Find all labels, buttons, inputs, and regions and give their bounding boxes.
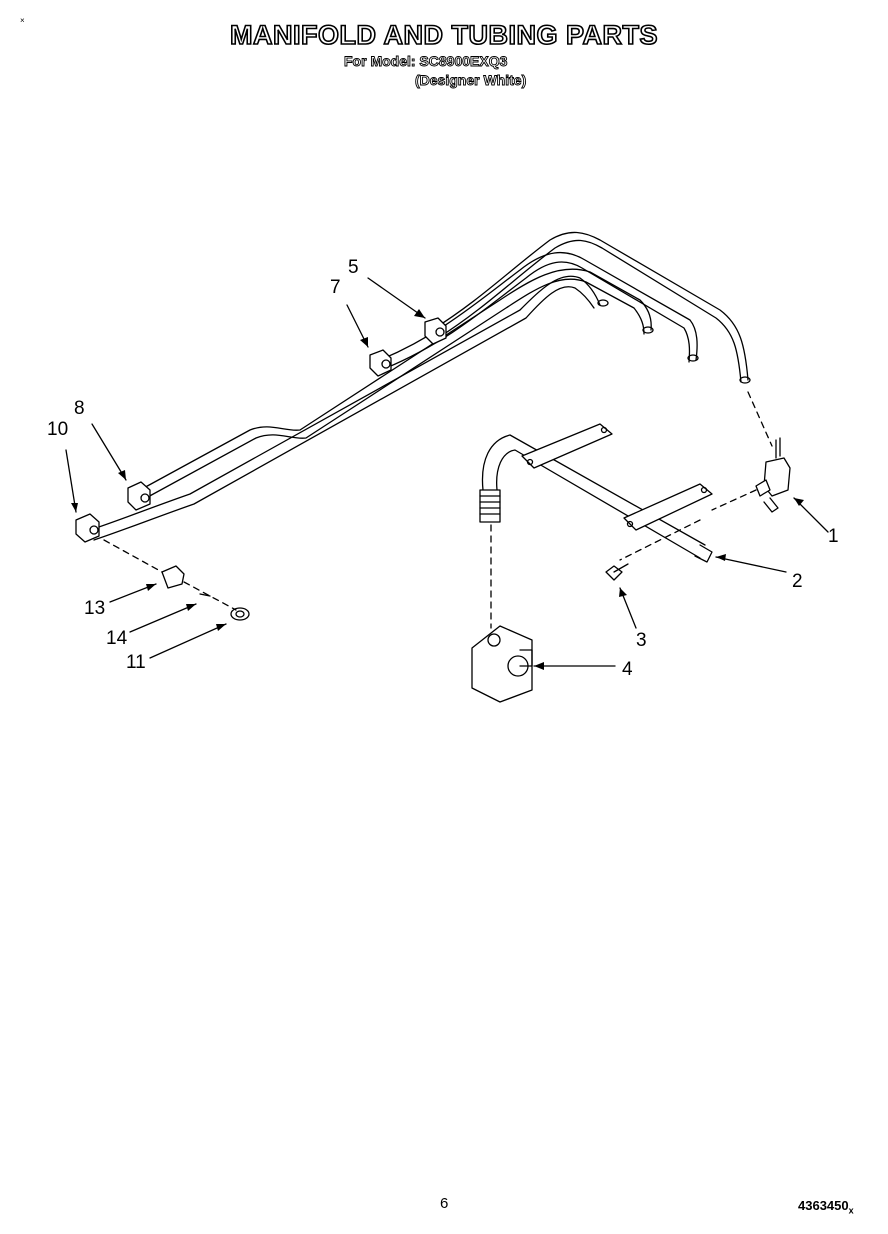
- color-line: (Designer White): [415, 72, 527, 89]
- fitting-7: [369, 349, 392, 377]
- pressure-regulator: [471, 625, 533, 703]
- arrowheads: [71, 309, 804, 670]
- screw: [605, 563, 629, 581]
- callout-10: 10: [47, 419, 68, 440]
- callout-4: 4: [622, 659, 633, 680]
- callout-7: 7: [330, 277, 341, 298]
- callout-11: 11: [126, 652, 146, 673]
- right-fitting: [755, 437, 791, 513]
- page-title: MANIFOLD AND TUBING PARTS: [229, 19, 658, 51]
- document-number: 4363450x: [798, 1198, 854, 1216]
- callout-5: 5: [348, 257, 359, 278]
- callout-8: 8: [74, 398, 85, 419]
- assembly-lines: [103, 391, 773, 629]
- document-number-suffix: x: [848, 1205, 854, 1216]
- manifold-pipe: [479, 423, 713, 563]
- callout-13: 13: [84, 598, 105, 619]
- fitting-5: [424, 317, 447, 345]
- corner-mark: ×: [20, 16, 25, 25]
- document-number-value: 4363450: [798, 1198, 849, 1213]
- callout-3: 3: [636, 630, 647, 651]
- callout-2: 2: [792, 571, 803, 592]
- fitting-10: [75, 513, 100, 543]
- callout-14: 14: [106, 628, 128, 649]
- fitting-8: [127, 481, 151, 511]
- callout-1: 1: [828, 526, 839, 547]
- model-line: For Model: SC8900EXQ3: [344, 53, 508, 70]
- tubing-bundle: [89, 231, 751, 541]
- page-number: 6: [440, 1195, 449, 1212]
